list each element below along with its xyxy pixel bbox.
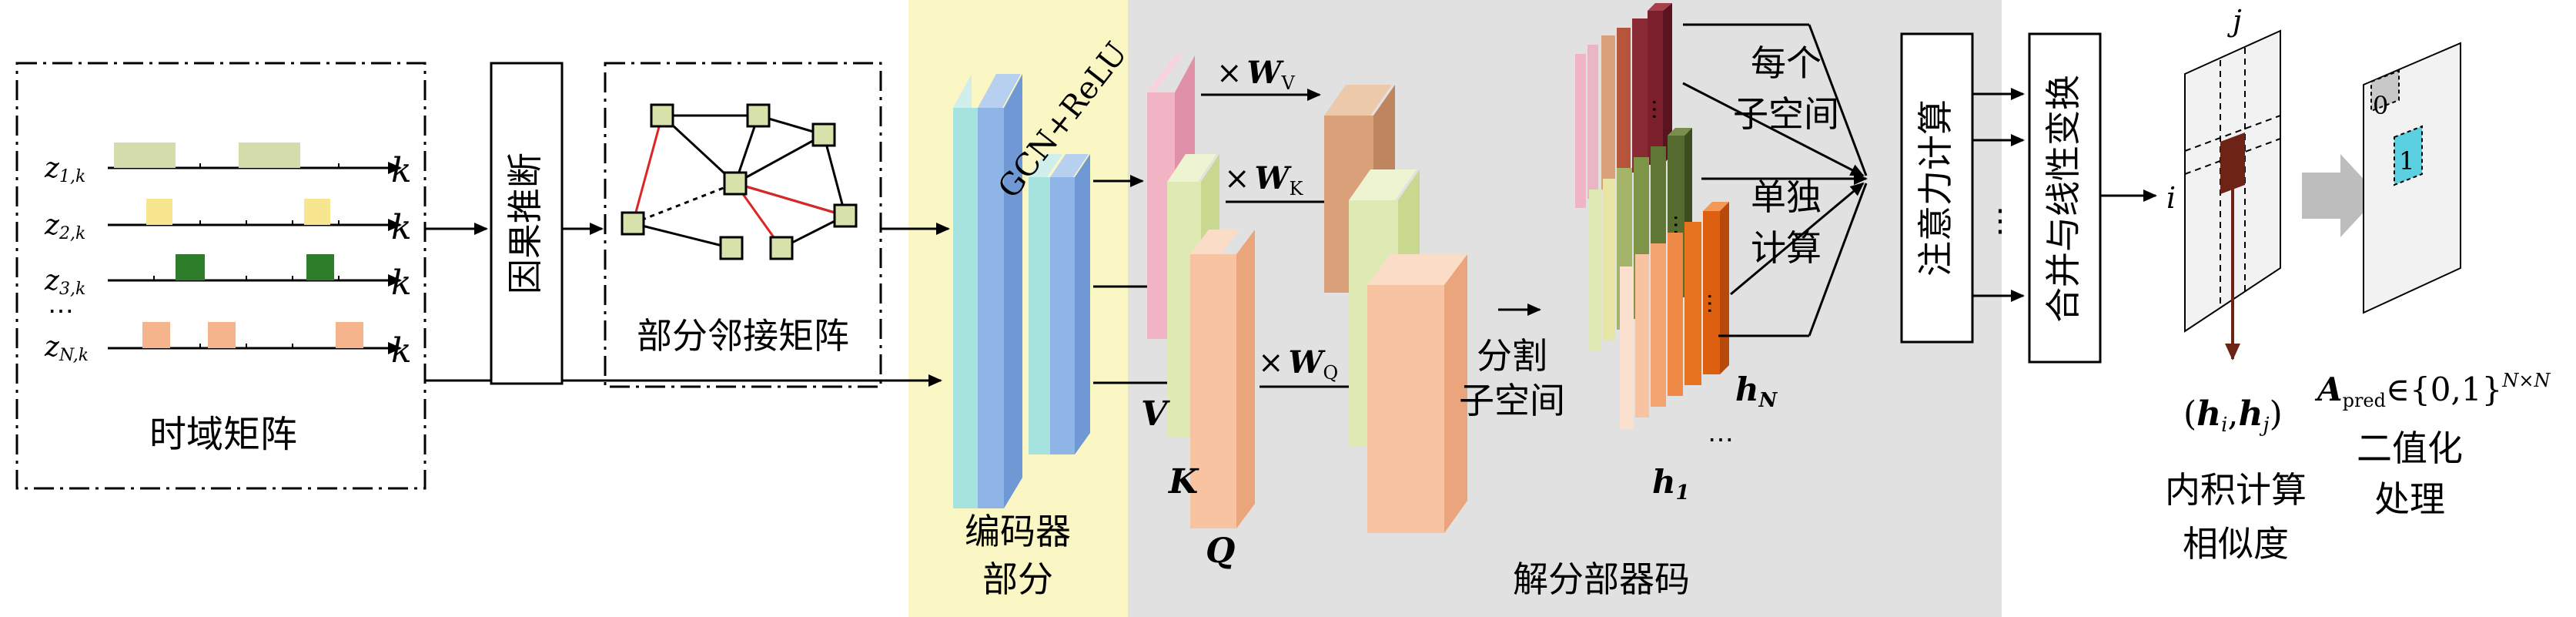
axis-k-label: k [391, 331, 412, 371]
pulse [304, 199, 330, 225]
split-subspace-label: 子空间 [1459, 380, 1565, 421]
col-j-label: j [2227, 4, 2242, 38]
arrow [1682, 82, 1865, 177]
pulse [114, 143, 176, 168]
stack-dots: ⋯ [1642, 99, 1668, 120]
a-pred-label: Apred∈{0,1}N×N [2314, 370, 2551, 411]
projected-blocks [1324, 85, 1467, 533]
merge-label: 合并与线性变换 [2042, 75, 2084, 323]
decoder-panel [1128, 0, 2002, 617]
similarity-caption: 相似度 [2183, 523, 2289, 565]
subspace-convergence [1683, 23, 1868, 337]
graph-node [811, 122, 836, 147]
attention-box [1900, 32, 1974, 344]
graph-caption: 部分邻接矩阵 [637, 315, 849, 357]
similarity-matrix: i j [2166, 4, 2281, 360]
row-label: z3,k [44, 265, 85, 299]
row-dots: ⋯ [48, 296, 74, 327]
h-1-label: h1 [1652, 463, 1690, 505]
row-label: z2,k [44, 210, 85, 243]
cell-zero-label: 0 [2373, 91, 2388, 120]
axis-k-label: k [391, 208, 412, 247]
encoder-caption: 编码器 [965, 511, 1071, 552]
graph-node [723, 171, 748, 196]
q-label: Q [1206, 531, 1235, 571]
q-block [1190, 254, 1236, 528]
pulse [176, 254, 205, 280]
cell-one-label: 1 [2399, 146, 2414, 176]
subspace-stack-top: ⋯ [1575, 3, 1672, 208]
row-label: zN,k [44, 331, 89, 365]
binarize-caption: 处理 [2374, 478, 2445, 520]
pulse [142, 322, 170, 348]
time-domain-matrix: z1,k z2,k z3,k ⋯ zN,k k k k k 时域矩阵 [15, 62, 427, 490]
axis-k-label: k [391, 263, 412, 303]
subspace-note: 计算 [1751, 227, 1822, 269]
arrow [1730, 182, 1865, 296]
h-n-label: hN [1735, 371, 1778, 412]
pulse [146, 199, 172, 225]
attention-label: 注意力计算 [1915, 99, 1956, 277]
row-i-label: i [2166, 181, 2176, 215]
subspace-stack-bottom: ⋯ [1620, 202, 1729, 430]
graph-node [769, 236, 794, 260]
binarize-caption: 二值化 [2357, 428, 2463, 469]
causal-inference-box [490, 62, 564, 385]
decoder-caption: 解分部器码 [1513, 558, 1690, 600]
wk-label: ×WK [1224, 160, 1303, 200]
binarize-arrow [2302, 154, 2379, 237]
hi-hj-label: (hi,hj) [2183, 394, 2283, 437]
pulse [336, 322, 363, 348]
k-label: K [1167, 462, 1199, 501]
graph-node [833, 203, 858, 228]
merge-dots: ⋮ [1985, 203, 2016, 239]
v-label: V [1141, 394, 1170, 434]
wv-label: ×WV [1216, 55, 1295, 94]
similarity-caption: 内积计算 [2165, 469, 2307, 511]
encoder-caption: 部分 [982, 558, 1053, 600]
subspace-note: 每个 [1751, 42, 1822, 84]
row-label: z1,k [44, 153, 85, 186]
pulse [239, 143, 300, 168]
merge-box [2028, 32, 2102, 364]
split-subspace-label: 分割 [1477, 335, 1547, 377]
subspace-note: 单独 [1751, 176, 1822, 218]
axis-k-label: k [391, 151, 412, 190]
binary-cell-one [2394, 125, 2423, 186]
causal-inference-label: 因果推断 [504, 153, 546, 294]
partial-adjacency-graph: 部分邻接矩阵 [604, 62, 882, 388]
vkq-blocks: V K Q [1141, 55, 1255, 571]
pulse [306, 254, 334, 280]
graph-node [719, 236, 744, 260]
subspace-note: 子空间 [1733, 93, 1839, 135]
stack-dots: ⋯ [1698, 293, 1723, 314]
time-domain-caption: 时域矩阵 [149, 413, 297, 456]
h-dots: ⋯ [1708, 424, 1734, 455]
graph-node [621, 211, 645, 236]
pulse [208, 322, 236, 348]
graph-node [650, 103, 674, 128]
binarized-matrix: 0 1 [2363, 42, 2461, 314]
wq-label: ×WQ [1258, 344, 1338, 384]
graph-node [746, 103, 771, 128]
